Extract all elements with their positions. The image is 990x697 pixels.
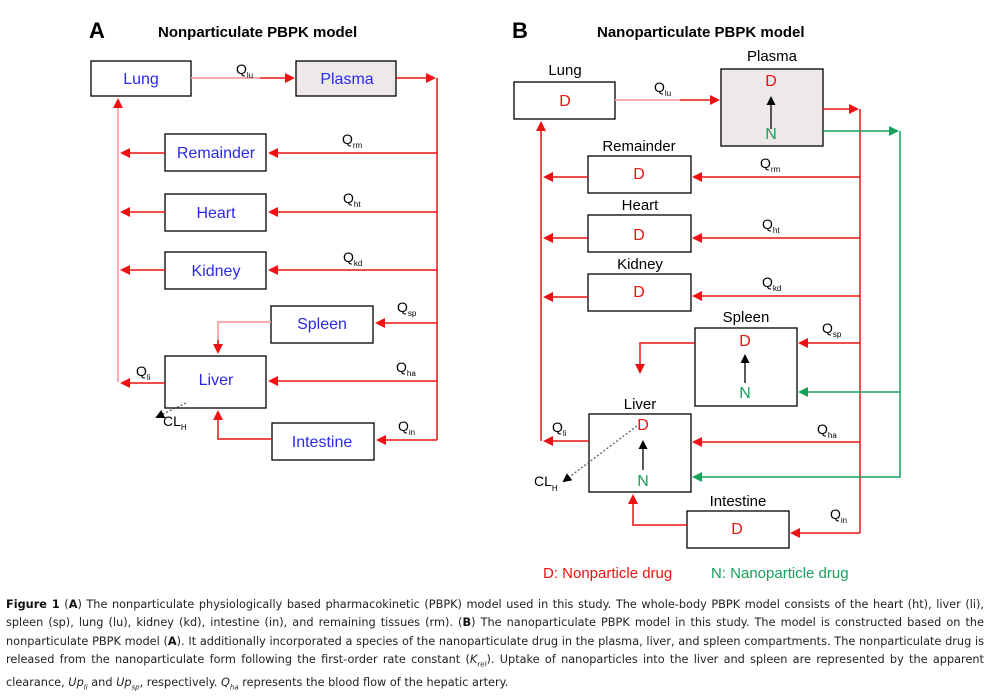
a-kidney-compartment: Kidney <box>164 251 267 290</box>
b-clearance-arrow <box>562 425 638 483</box>
q-ha: Qha <box>220 675 239 692</box>
a-intestine-label: Intestine <box>292 434 353 451</box>
b-plasma-compartment: Plasma D N <box>720 48 824 147</box>
a-q-ha: Qha <box>396 359 416 378</box>
a-remainder-label: Remainder <box>177 145 256 162</box>
a-q-ht: Qht <box>343 190 361 209</box>
b-remainder-compartment: Remainder D <box>587 138 692 194</box>
a-cl-h: CLH <box>163 413 187 432</box>
b-spleen-n: N <box>739 385 751 402</box>
b-cl-h: CLH <box>534 473 558 493</box>
panel-a: A Nonparticulate PBPK model Lung Plasma … <box>89 18 438 461</box>
figure-caption: Figure 1 (A) The nonparticulate physiolo… <box>6 598 985 692</box>
a-flow-intestine-to-liver <box>213 410 272 440</box>
b-lung-compartment: Lung D <box>513 62 616 120</box>
k-rel: Krel <box>469 653 487 669</box>
b-liver-n: N <box>637 473 649 490</box>
panel-a-title: Nonparticulate PBPK model <box>158 24 357 41</box>
a-q-lu: Qlu <box>236 61 253 80</box>
a-lung-label: Lung <box>123 71 159 88</box>
panel-b-title: Nanoparticulate PBPK model <box>597 24 805 41</box>
legend-nonparticle: D: Nonparticle drug <box>543 565 672 582</box>
a-plasma-compartment: Plasma <box>295 60 397 97</box>
pbpk-diagram: A Nonparticulate PBPK model Lung Plasma … <box>89 18 901 582</box>
b-kidney-compartment: Kidney D <box>587 256 692 312</box>
up-sp: Upsp <box>116 675 140 692</box>
b-plasma-n: N <box>765 126 777 143</box>
a-heart-label: Heart <box>196 205 236 222</box>
b-np-flow-to-liver <box>692 131 901 482</box>
a-liver-label: Liver <box>199 372 234 389</box>
panel-a-letter: A <box>89 18 105 43</box>
a-spleen-label: Spleen <box>297 316 347 333</box>
a-q-sp: Qsp <box>397 299 417 318</box>
b-spleen-label: Spleen <box>723 309 770 326</box>
a-remainder-compartment: Remainder <box>164 133 267 172</box>
b-plasma-d: D <box>765 73 777 90</box>
b-spleen-compartment: Spleen D N <box>694 309 798 407</box>
legend-nanoparticle: N: Nanoparticle drug <box>711 565 849 582</box>
b-lung-label: Lung <box>548 62 581 79</box>
b-flow-intestine-to-liver <box>628 494 687 526</box>
b-q-ha: Qha <box>817 421 837 440</box>
b-q-lu: Qlu <box>654 79 671 98</box>
b-intestine-compartment: Intestine D <box>686 493 790 549</box>
a-lung-compartment: Lung <box>90 60 192 97</box>
up-li: Upli <box>68 675 88 692</box>
a-q-kd: Qkd <box>343 249 362 268</box>
b-flow-spleen-to-liver <box>635 342 695 374</box>
a-spleen-to-liver-line <box>217 321 271 346</box>
b-intestine-d: D <box>731 521 743 538</box>
b-lung-d: D <box>559 93 571 110</box>
b-q-li: Qli <box>552 419 567 438</box>
b-liver-label: Liver <box>624 396 657 413</box>
panel-b: B Nanoparticulate PBPK model Lung D Plas… <box>512 18 901 582</box>
b-remainder-label: Remainder <box>602 138 675 155</box>
b-q-rm: Qrm <box>760 155 781 174</box>
a-kidney-label: Kidney <box>192 263 241 280</box>
b-plasma-label: Plasma <box>747 48 798 65</box>
a-clearance-arrow <box>155 402 187 419</box>
a-spleen-compartment: Spleen <box>270 305 374 344</box>
b-q-in: Qin <box>830 506 847 525</box>
b-kidney-label: Kidney <box>617 256 663 273</box>
figure-label: Figure 1 <box>6 598 60 611</box>
a-heart-compartment: Heart <box>164 193 267 232</box>
a-q-rm: Qrm <box>342 131 363 150</box>
b-liver-d: D <box>637 417 649 434</box>
b-intestine-label: Intestine <box>710 493 767 510</box>
b-kidney-d: D <box>633 284 645 301</box>
b-liver-compartment: Liver D N <box>588 396 692 493</box>
b-q-sp: Qsp <box>822 320 842 339</box>
panel-b-letter: B <box>512 18 528 43</box>
b-heart-label: Heart <box>622 197 660 214</box>
a-q-in: Qin <box>398 418 415 437</box>
a-liver-compartment: Liver <box>164 355 267 409</box>
a-intestine-compartment: Intestine <box>271 422 375 461</box>
b-q-ht: Qht <box>762 216 780 235</box>
b-spleen-d: D <box>739 333 751 350</box>
b-heart-compartment: Heart D <box>587 197 692 253</box>
a-q-li: Qli <box>136 363 151 382</box>
b-q-kd: Qkd <box>762 274 781 293</box>
b-remainder-d: D <box>633 166 645 183</box>
a-plasma-label: Plasma <box>320 71 373 88</box>
b-heart-d: D <box>633 227 645 244</box>
